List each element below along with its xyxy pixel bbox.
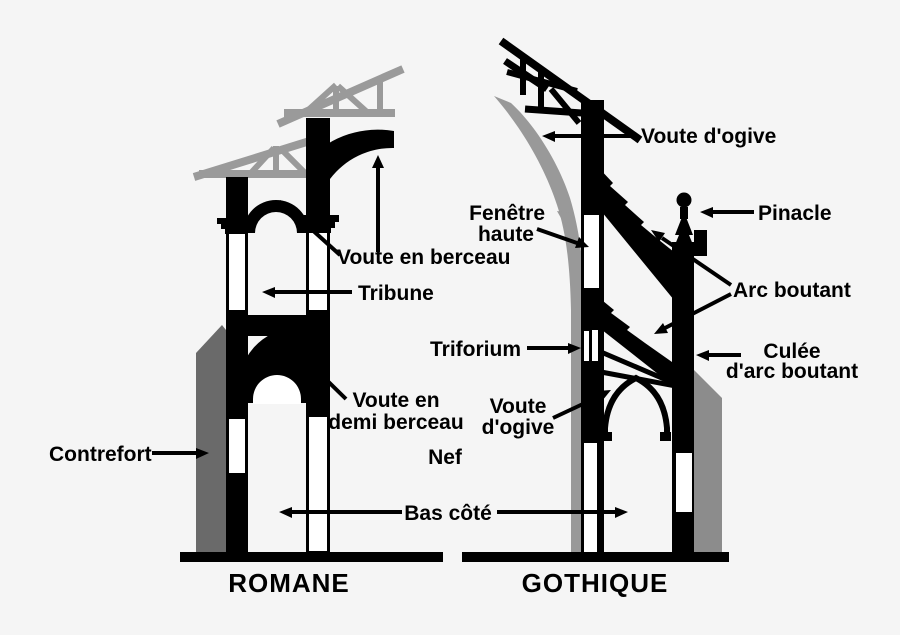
tribune-floor bbox=[226, 315, 330, 336]
label-voute-ogive-top: Voute d'ogive bbox=[641, 125, 776, 148]
triforium-slit-2 bbox=[592, 330, 598, 361]
barrel-vault-shape bbox=[310, 129, 394, 179]
gothique-structure bbox=[462, 37, 729, 562]
arrowhead bbox=[696, 350, 709, 361]
caption-romane: ROMANE bbox=[228, 568, 350, 598]
gothique-nave-pier bbox=[581, 100, 604, 552]
flying-buttress-lower bbox=[597, 296, 672, 385]
annotations: Voute en berceau Tribune Voute en demi b… bbox=[49, 125, 858, 598]
pinacle-ball bbox=[676, 192, 692, 208]
gothique-buttress-shape bbox=[694, 370, 722, 552]
romane-structure bbox=[180, 65, 443, 562]
annotation-tribune: Tribune bbox=[262, 282, 434, 305]
arrowhead bbox=[651, 230, 665, 242]
arrowhead bbox=[372, 155, 384, 168]
label-culee-line2: d'arc boutant bbox=[726, 360, 858, 383]
label-voute-ogive-lower-line2: d'ogive bbox=[482, 416, 555, 439]
arrowhead bbox=[568, 343, 581, 354]
arrowhead bbox=[279, 507, 292, 518]
label-voute-en-berceau: Voute en berceau bbox=[337, 246, 511, 269]
tribune-window-left bbox=[229, 233, 245, 310]
flying-buttress-upper bbox=[597, 166, 674, 300]
annotation-voute-demi-berceau: Voute en demi berceau bbox=[296, 350, 464, 434]
pointed-arch bbox=[602, 374, 670, 438]
annotation-voute-en-berceau: Voute en berceau bbox=[280, 155, 511, 269]
label-pinacle: Pinacle bbox=[758, 202, 832, 225]
nave-roof-truss bbox=[276, 65, 405, 128]
gothique-nave-lower-opening bbox=[584, 443, 597, 552]
ogive-profile-band bbox=[494, 96, 585, 552]
culee-window bbox=[676, 453, 692, 512]
arrowhead bbox=[196, 448, 209, 459]
tribune-window-right bbox=[309, 232, 327, 310]
aisle-window-left bbox=[229, 419, 245, 473]
tribune-capitals bbox=[217, 215, 339, 234]
label-voute-ogive-lower-line1: Voute bbox=[490, 395, 547, 418]
label-nef: Nef bbox=[428, 446, 463, 469]
arrowhead bbox=[615, 507, 628, 518]
label-triforium: Triforium bbox=[430, 338, 521, 361]
label-haute: haute bbox=[478, 223, 534, 246]
arrowhead bbox=[262, 287, 275, 298]
arrowhead bbox=[597, 390, 611, 401]
culee-coping bbox=[694, 230, 707, 256]
arrowhead bbox=[542, 131, 555, 142]
label-fenetre: Fenêtre bbox=[469, 202, 545, 225]
label-voute-demi-line1: Voute en bbox=[352, 389, 439, 412]
romane-ground-line bbox=[180, 552, 443, 562]
arrowhead bbox=[575, 237, 589, 248]
annotation-voute-ogive-top: Voute d'ogive bbox=[542, 125, 776, 148]
pinacle-spire bbox=[672, 212, 696, 252]
arrowhead bbox=[280, 200, 293, 213]
annotation-arc-boutant: Arc boutant bbox=[651, 230, 851, 334]
gothique-ground-line bbox=[462, 552, 729, 562]
pointed-arch-foot-left bbox=[601, 432, 612, 441]
annotation-fenetre-haute: Fenêtre haute bbox=[469, 202, 589, 248]
aisle-arcade-opening bbox=[253, 375, 301, 404]
aisle-roof-truss bbox=[192, 136, 315, 181]
arrowhead bbox=[654, 323, 668, 334]
annotation-pinacle: Pinacle bbox=[700, 202, 832, 225]
contrefort-shape bbox=[196, 325, 226, 552]
caption-gothique: GOTHIQUE bbox=[522, 568, 669, 598]
annotation-voute-ogive-lower: Voute d'ogive bbox=[482, 390, 611, 439]
annotation-nef: Nef bbox=[428, 446, 463, 469]
annotation-culee: Culée d'arc boutant bbox=[696, 340, 858, 383]
gothique-roof-truss bbox=[498, 37, 643, 144]
ogive-band-notch bbox=[557, 211, 571, 227]
fenetre-haute-window bbox=[584, 215, 599, 288]
nave-lower-opening bbox=[309, 417, 327, 551]
annotation-contrefort: Contrefort bbox=[49, 443, 209, 466]
annotation-bas-cote: Bas côté bbox=[279, 502, 628, 525]
tribune-arch bbox=[243, 200, 309, 233]
label-tribune: Tribune bbox=[358, 282, 434, 305]
label-culee-line1: Culée bbox=[763, 340, 820, 363]
pointed-arch-foot-right bbox=[660, 432, 671, 441]
vault-rib-line-1 bbox=[600, 349, 677, 387]
label-voute-demi-line2: demi berceau bbox=[328, 411, 463, 434]
half-barrel-vault-arc bbox=[238, 327, 297, 393]
annotation-triforium: Triforium bbox=[430, 338, 581, 361]
arrowhead bbox=[296, 350, 309, 363]
arrowhead bbox=[700, 207, 713, 218]
label-arc-boutant: Arc boutant bbox=[733, 279, 851, 302]
triforium-slit-1 bbox=[584, 331, 589, 361]
label-bas-cote: Bas côté bbox=[404, 502, 492, 525]
label-contrefort: Contrefort bbox=[49, 443, 152, 466]
